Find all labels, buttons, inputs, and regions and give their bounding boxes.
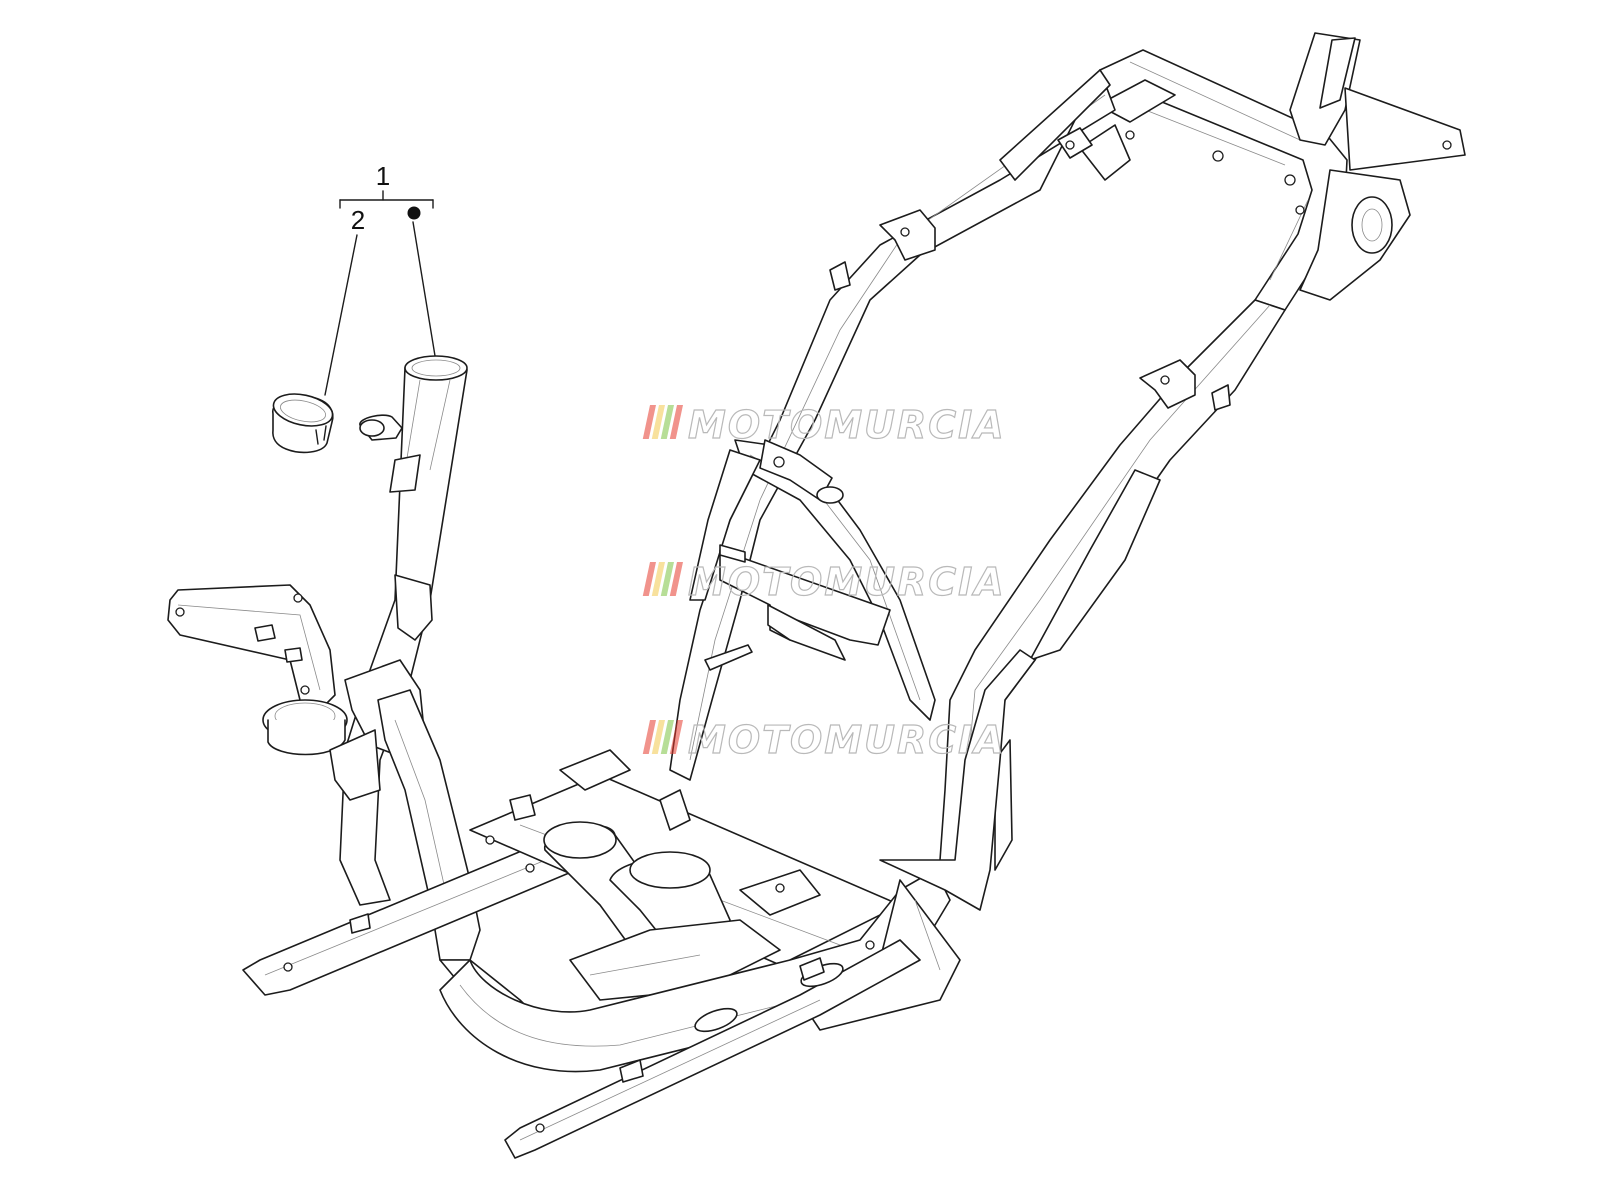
floor-right-rail: [504, 939, 921, 1159]
callout-label-1: 1: [376, 161, 390, 191]
callout-label-2: 2: [351, 205, 365, 235]
leader-line-frame: [412, 221, 438, 369]
left-main-tube: [669, 69, 1116, 781]
watermark-text: MOTOMURCIA: [688, 560, 1006, 604]
watermark-logo: MOTOMURCIA: [642, 559, 1006, 605]
callout-group: 1 2: [324, 161, 438, 396]
callout-dot-marker: [407, 206, 421, 220]
bushing-sleeve-icon: [272, 393, 334, 454]
watermark-text: MOTOMURCIA: [688, 718, 1006, 762]
rear-mount-plate: [1344, 87, 1466, 171]
watermark-text: MOTOMURCIA: [688, 403, 1006, 447]
scooter-chassis-frame-icon: [167, 32, 1466, 1159]
watermark-logo: MOTOMURCIA: [642, 402, 1006, 448]
front-bracket-plate: [167, 584, 336, 711]
middle-cross-plate: [719, 549, 891, 646]
leader-line-sleeve: [324, 234, 358, 396]
watermark-group: MOTOMURCIA MOTOMURCIA MOTOMURCIA: [642, 402, 1006, 763]
watermark-logo: MOTOMURCIA: [642, 717, 1006, 763]
